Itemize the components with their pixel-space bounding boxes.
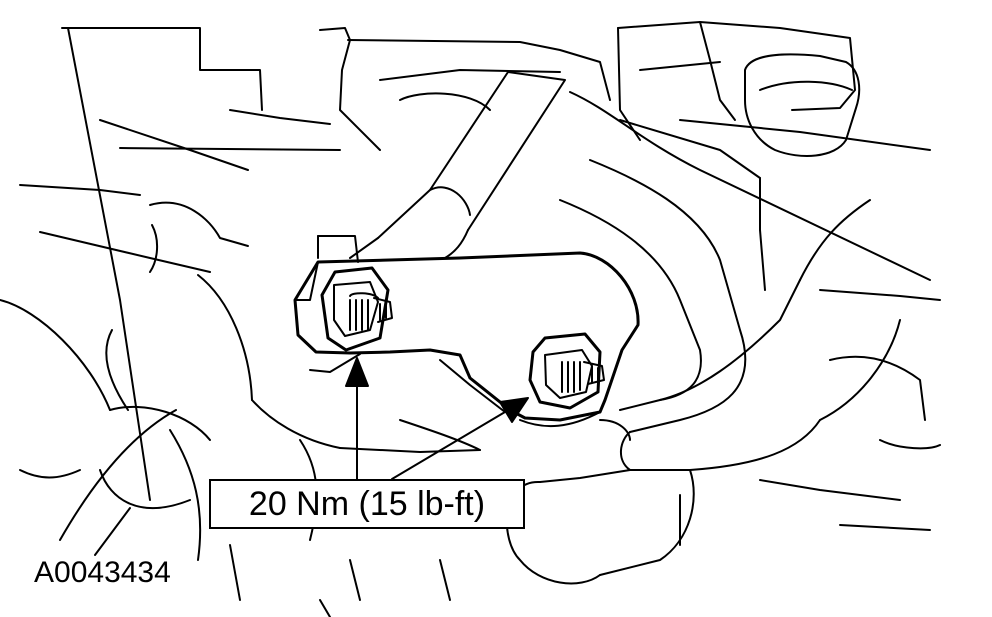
upper-left-nut <box>320 266 393 352</box>
lower-right-nut <box>528 332 605 410</box>
torque-label: 20 Nm (15 lb-ft) <box>248 484 486 523</box>
support-rod <box>317 71 566 263</box>
bracket-plate <box>293 251 640 428</box>
arrow-up-icon <box>345 357 369 387</box>
figure-id-leader <box>94 507 131 556</box>
figure-id: A0043434 <box>34 556 171 589</box>
coolant-hose <box>505 159 941 585</box>
torque-callout: 20 Nm (15 lb-ft) <box>209 479 525 529</box>
large-bolt <box>617 21 931 157</box>
upper-housing <box>119 27 931 291</box>
callout-leaders <box>345 357 529 481</box>
arrow-diagonal-icon <box>499 397 529 423</box>
lower-structure <box>251 399 481 617</box>
background-engine-block <box>0 27 263 601</box>
